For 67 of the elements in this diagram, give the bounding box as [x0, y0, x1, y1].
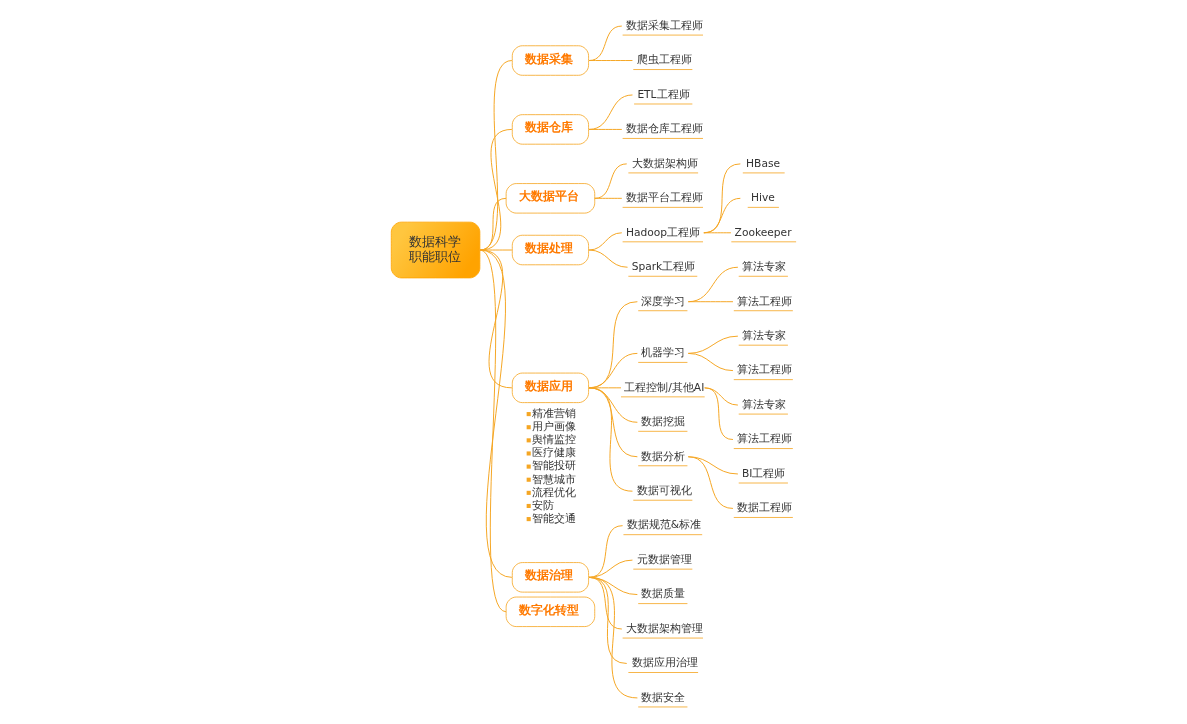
node-box: 数字化转型 — [505, 596, 596, 627]
connector — [703, 163, 741, 234]
connector — [588, 60, 633, 61]
connector — [588, 128, 623, 130]
node-text: Zookeeper — [734, 225, 792, 239]
connector — [588, 232, 623, 251]
node-label: 智能投研 — [532, 459, 577, 473]
node-label: 舆情监控 — [532, 433, 577, 447]
node-text: 数据可视化 — [636, 484, 692, 497]
node-text: Hive — [751, 191, 775, 205]
node-text: 元数据管理 — [636, 552, 692, 566]
connector — [594, 163, 628, 199]
connector — [704, 387, 734, 440]
node-text: Spark工程师 — [631, 260, 696, 274]
node-text: 机器学习 — [641, 346, 686, 360]
node-text: 算法工程师 — [737, 363, 793, 377]
connector — [594, 197, 623, 199]
connector — [687, 266, 739, 303]
node-text: 数据安全 — [641, 690, 686, 704]
node-text: ETL工程师 — [637, 87, 690, 101]
node-label: 智慧城市 — [532, 472, 577, 486]
connector — [703, 197, 741, 234]
node-box: 数据应用 — [511, 372, 589, 404]
node-text: 爬虫工程师 — [636, 53, 692, 67]
connector — [687, 456, 734, 509]
node-text: Hadoop工程师 — [625, 225, 701, 239]
node-text: 数据采集工程师 — [625, 18, 703, 32]
node-text: 数据挖掘 — [641, 415, 686, 429]
node-text: 大数据架构管理 — [625, 621, 703, 635]
connector — [588, 94, 633, 130]
connector — [479, 249, 507, 613]
node-text: 算法专家 — [741, 397, 786, 411]
connector — [588, 576, 638, 699]
node-box: 数据治理 — [511, 562, 589, 593]
connector — [588, 387, 633, 492]
node-text: 数据工程师 — [737, 501, 793, 515]
node-box: 数据处理 — [511, 234, 589, 266]
node-text: 数据仓库工程师 — [625, 122, 703, 136]
node-text: BI工程师 — [741, 466, 786, 480]
node-label: 安防 — [532, 498, 555, 512]
node-text: 算法专家 — [741, 260, 786, 274]
node-text: 算法专家 — [741, 328, 786, 342]
node-box: 大数据平台 — [505, 183, 596, 214]
node-box: 数据科学职能职位 — [390, 221, 481, 279]
node-box: 数据仓库 — [511, 114, 589, 145]
connector — [687, 301, 734, 303]
node-text: 数据规范&标准 — [626, 518, 702, 532]
connector — [588, 249, 629, 268]
node-text: 工程控制/其他AI — [624, 380, 705, 394]
node-box: 数据采集 — [511, 45, 589, 76]
connector — [703, 232, 732, 234]
node-text: 数据平台工程师 — [625, 191, 703, 205]
node-text: 数据分析 — [641, 449, 686, 463]
node-text: 数据应用治理 — [631, 656, 698, 670]
node-text: HBase — [746, 156, 781, 170]
node-text: 算法工程师 — [737, 294, 793, 308]
connector — [687, 352, 734, 372]
node-label: 智能交通 — [532, 511, 577, 525]
node-label: 用户画像 — [532, 420, 577, 434]
connector — [588, 559, 633, 578]
node-text: 大数据架构师 — [631, 156, 698, 170]
node-label: 流程优化 — [532, 485, 577, 499]
node-label: 医疗健康 — [532, 446, 577, 460]
node-text: 算法工程师 — [737, 432, 793, 446]
node-label: 精准营销 — [532, 406, 577, 420]
node-text: 数据质量 — [641, 587, 686, 601]
node-text: 深度学习 — [641, 294, 686, 308]
